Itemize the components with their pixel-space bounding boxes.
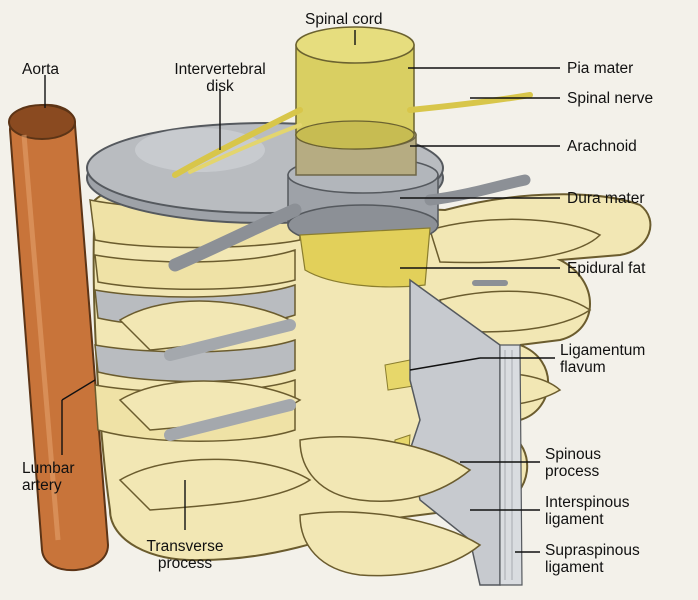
label-transverse-process-line-2: process <box>120 555 250 572</box>
label-intervertebral-disk-line-2: disk <box>150 78 290 95</box>
label-spinous-process-line-2: process <box>545 463 601 480</box>
label-intervertebral-disk: Intervertebral disk <box>150 61 290 95</box>
label-pia-mater: Pia mater <box>567 60 633 77</box>
label-dura-mater: Dura mater <box>567 190 645 207</box>
label-aorta: Aorta <box>22 61 59 78</box>
label-supraspinous-ligament: Supraspinous ligament <box>545 542 640 576</box>
label-interspinous-ligament: Interspinous ligament <box>545 494 629 528</box>
label-lumbar-artery-line-1: Lumbar <box>22 460 75 477</box>
label-transverse-process: Transverse process <box>120 538 250 572</box>
label-interspinous-ligament-line-1: Interspinous <box>545 494 629 511</box>
label-spinous-process-line-1: Spinous <box>545 446 601 463</box>
label-epidural-fat: Epidural fat <box>567 260 645 277</box>
label-interspinous-ligament-line-2: ligament <box>545 511 629 528</box>
label-spinous-process: Spinous process <box>545 446 601 480</box>
label-spinal-cord: Spinal cord <box>305 11 383 28</box>
label-transverse-process-line-1: Transverse <box>120 538 250 555</box>
label-intervertebral-disk-line-1: Intervertebral <box>150 61 290 78</box>
label-supraspinous-ligament-line-1: Supraspinous <box>545 542 640 559</box>
label-lumbar-artery-line-2: artery <box>22 477 75 494</box>
label-ligamentum-flavum-line-2: flavum <box>560 359 645 376</box>
label-arachnoid: Arachnoid <box>567 138 637 155</box>
label-lumbar-artery: Lumbar artery <box>22 460 75 494</box>
label-ligamentum-flavum: Ligamentum flavum <box>560 342 645 376</box>
label-spinal-nerve: Spinal nerve <box>567 90 653 107</box>
label-supraspinous-ligament-line-2: ligament <box>545 559 640 576</box>
spinal-cord-structure <box>296 27 414 149</box>
label-ligamentum-flavum-line-1: Ligamentum <box>560 342 645 359</box>
